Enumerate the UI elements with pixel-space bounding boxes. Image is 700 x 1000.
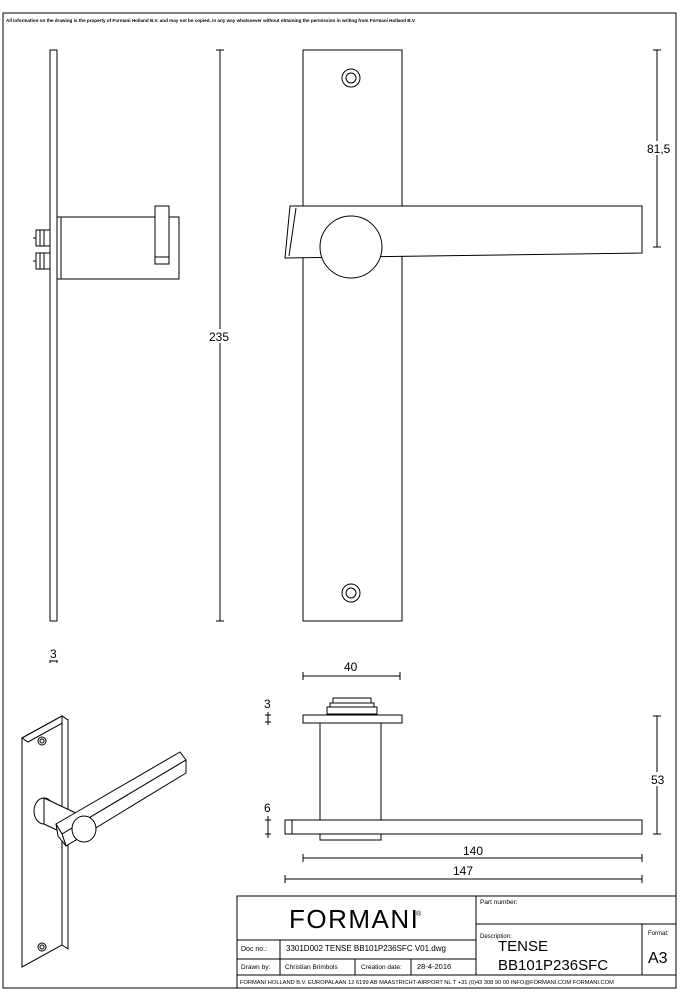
front-plate <box>302 49 403 622</box>
dim-height-235: 235 <box>206 49 234 622</box>
drawn-by-value: Christian Brimbols <box>285 964 338 971</box>
dim-lever-thickness-6: 6 <box>264 801 271 838</box>
isometric-view <box>21 715 187 968</box>
dim-height-total: 235 <box>209 330 229 344</box>
bottom-screw <box>341 583 361 603</box>
drawn-by-label: Drawn by: <box>241 964 270 971</box>
doc-no-value: 3301D002 TENSE BB101P236SFC V01.dwg <box>286 944 446 953</box>
doc-no-label: Doc no.: <box>241 946 267 953</box>
dim-projection-53: 53 <box>647 715 669 835</box>
side-spring-tab <box>154 205 170 265</box>
dim-rose-width-40: 40 <box>302 660 401 680</box>
title-block-footer: FORMANI HOLLAND B.V. EUROPALAAN 12 6199 … <box>240 980 614 986</box>
part-number-label: Part number: <box>480 899 518 906</box>
dim-lever-140: 140 <box>302 844 643 862</box>
dim-lever-thickness: 6 <box>264 801 271 815</box>
logo-registered-mark: ® <box>416 910 422 918</box>
dim-rose-thickness: 3 <box>264 697 271 711</box>
property-notice: All information on the drawing is the pr… <box>6 18 416 23</box>
format-label: Format: <box>648 931 669 937</box>
creation-date-label: Creation date: <box>361 964 402 971</box>
side-screws <box>33 229 51 270</box>
top-screw <box>341 68 361 88</box>
dim-rose-thickness-3: 3 <box>264 697 271 725</box>
side-plate <box>49 49 58 622</box>
dim-top-to-handle: 81,5 <box>647 142 671 156</box>
dim-plate-thickness: 3 <box>50 647 57 661</box>
title-block: FORMANI ® Part number: Description: TENS… <box>236 895 677 989</box>
top-rose-plate <box>302 714 403 724</box>
description-line1: TENSE <box>498 938 548 955</box>
top-view <box>284 697 643 841</box>
description-label: Description: <box>480 934 512 940</box>
description-line2: BB101P236SFC <box>498 957 608 974</box>
dim-rose-width: 40 <box>344 660 358 674</box>
creation-date-value: 28-4-2016 <box>417 962 451 971</box>
front-view <box>284 49 643 622</box>
dim-top-81: 81,5 <box>645 49 673 248</box>
side-view: 3 <box>33 49 180 663</box>
dim-handle-projection: 53 <box>651 773 665 787</box>
company-logo: FORMANI <box>289 904 419 934</box>
top-lever <box>284 819 643 835</box>
front-rose <box>319 215 383 279</box>
dim-lever-length: 140 <box>463 844 483 858</box>
top-spindle <box>319 722 382 821</box>
dim-lever-147: 147 <box>284 864 643 883</box>
format-value: A3 <box>648 950 668 967</box>
dim-lever-length-total: 147 <box>453 864 473 878</box>
